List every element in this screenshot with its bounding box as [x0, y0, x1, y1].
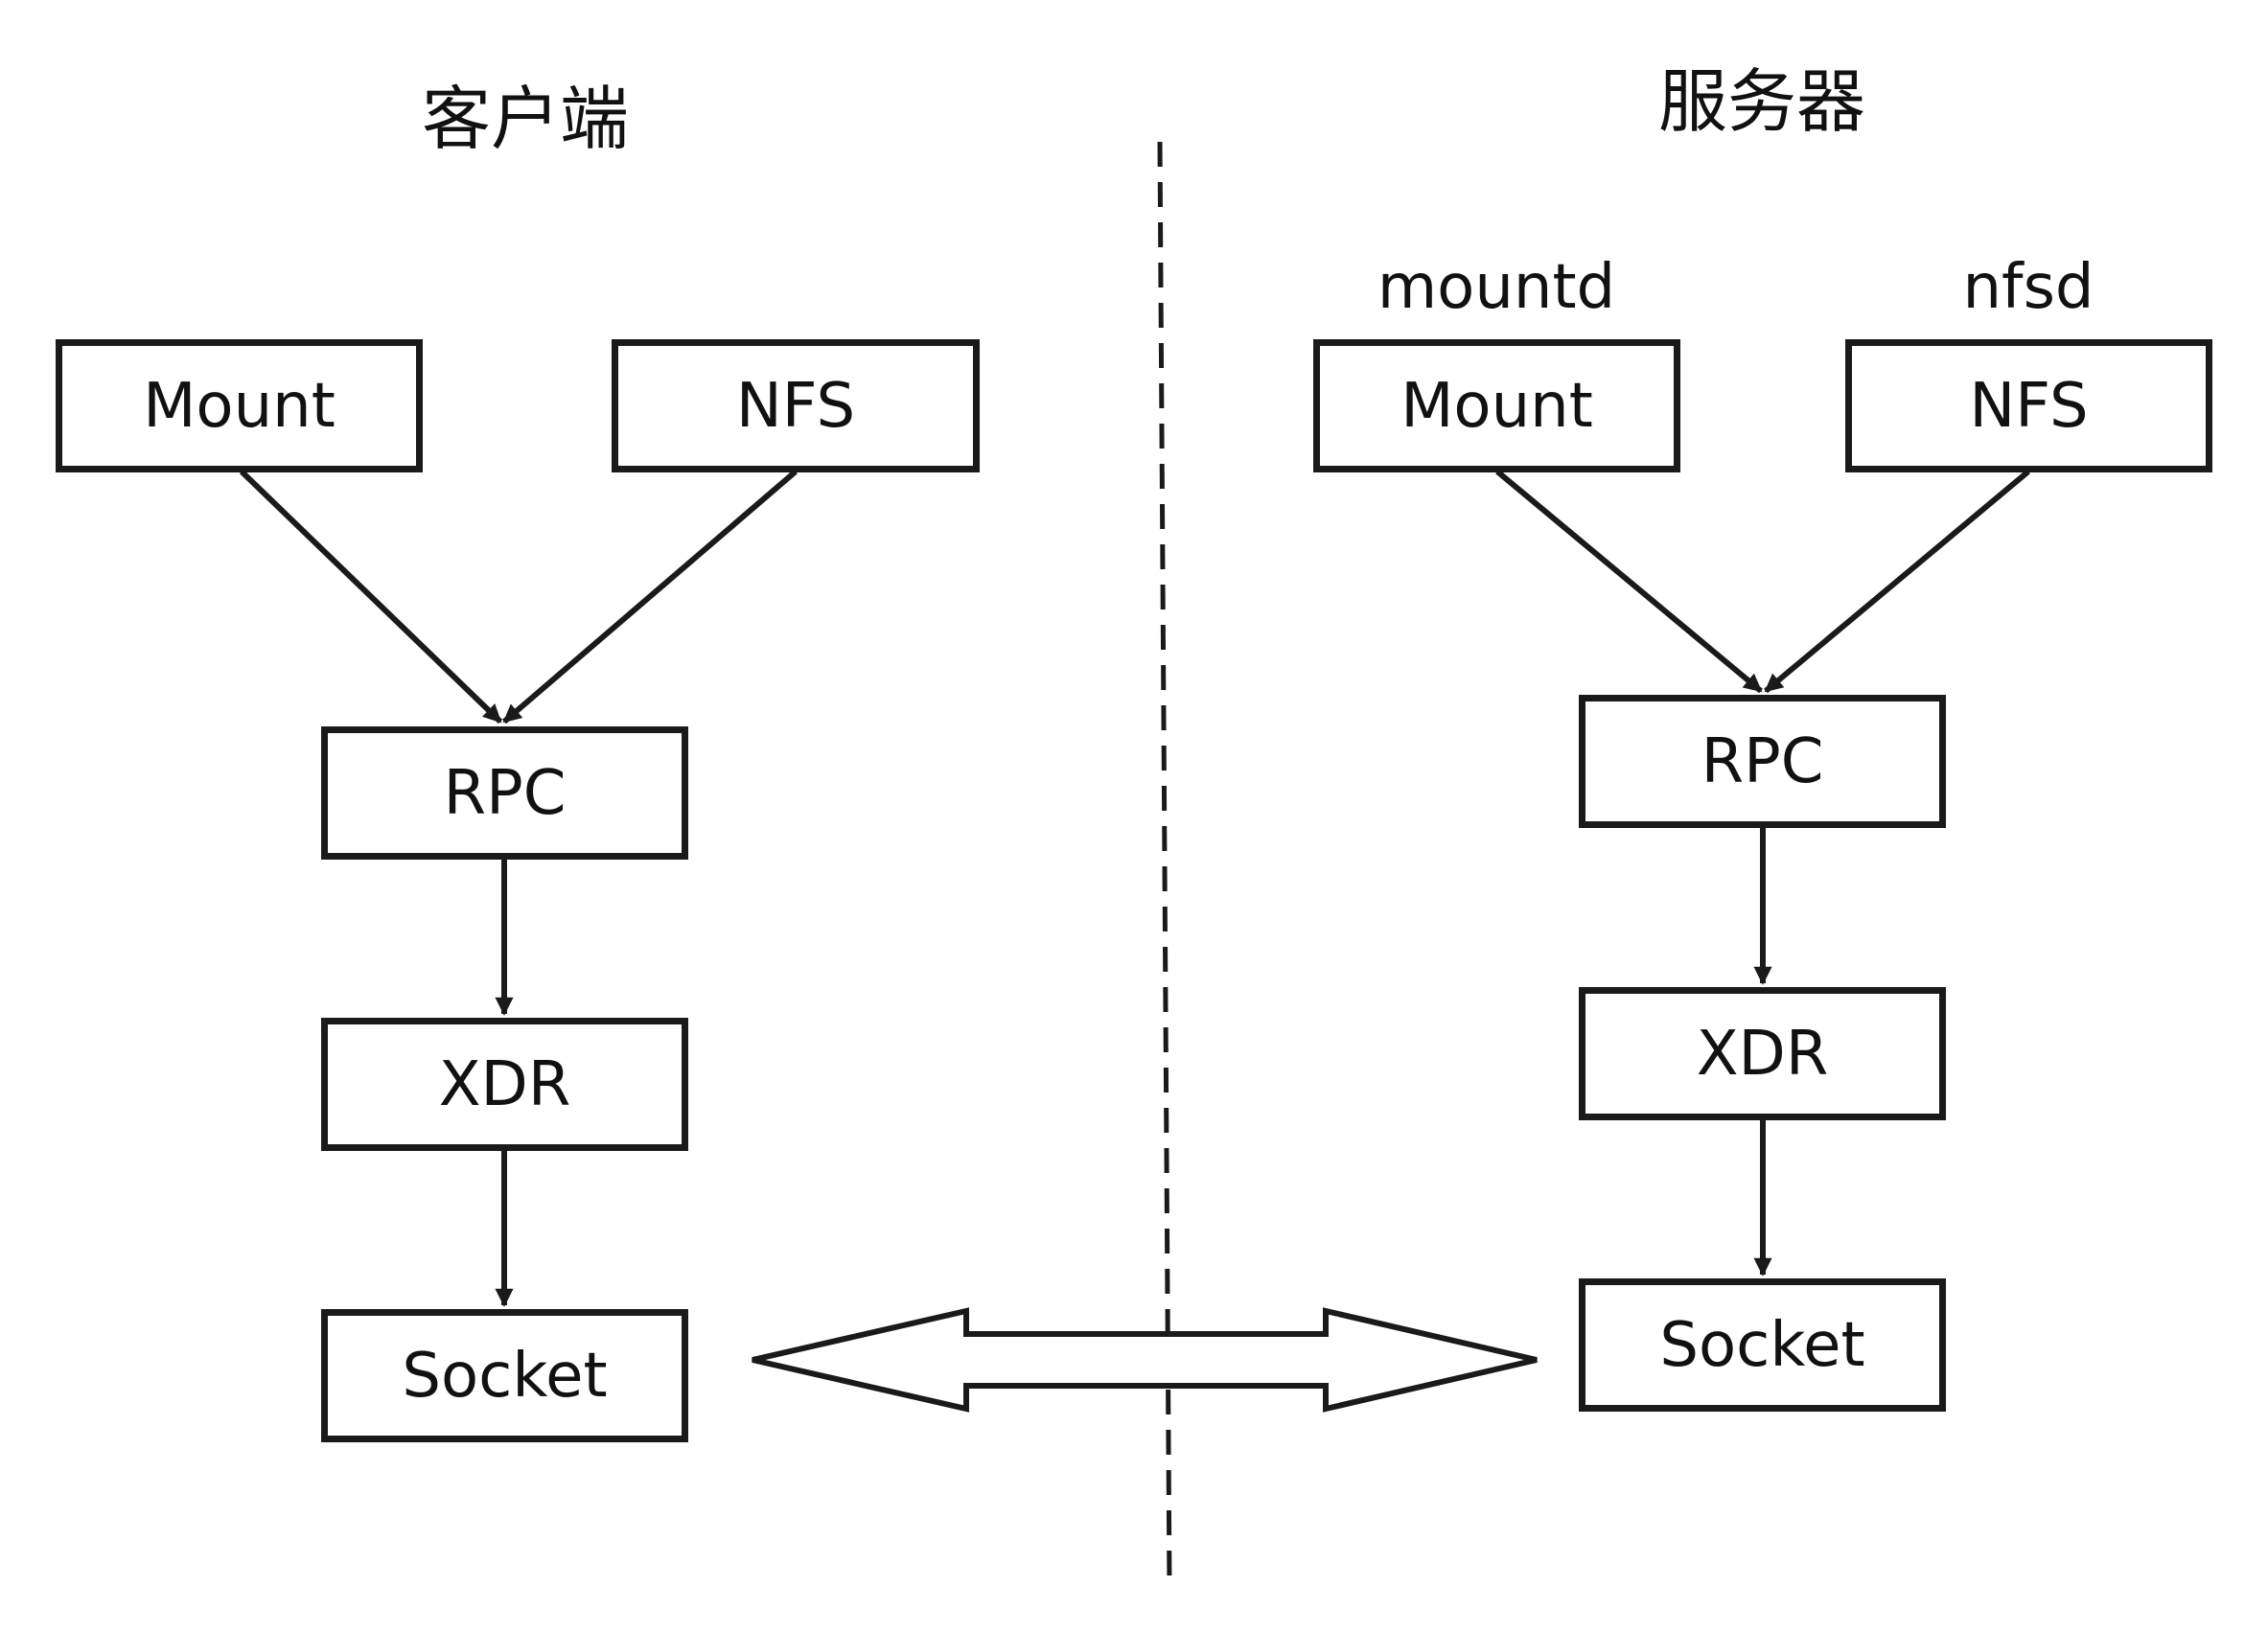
server-nfs-box: NFS — [1845, 339, 2212, 472]
client-nfs-to-rpc-arrow — [502, 469, 798, 724]
client-mount-label: Mount — [143, 370, 336, 442]
server-mount-box: Mount — [1313, 339, 1680, 472]
server-socket-label: Socket — [1659, 1309, 1865, 1381]
client-rpc-label: RPC — [443, 757, 567, 829]
client-rpc-box: RPC — [321, 726, 688, 860]
server-socket-box: Socket — [1579, 1278, 1946, 1412]
client-nfs-box: NFS — [612, 339, 980, 472]
server-xdr-box: XDR — [1579, 987, 1946, 1120]
client-nfs-label: NFS — [735, 370, 856, 442]
client-socket-label: Socket — [402, 1340, 608, 1412]
client-mount-box: Mount — [56, 339, 423, 472]
server-title: 服务器 — [1657, 61, 1866, 142]
client-socket-box: Socket — [321, 1309, 688, 1442]
client-mount-to-rpc-arrow — [239, 469, 503, 724]
mountd-process-label: mountd — [1377, 252, 1616, 323]
server-nfs-to-rpc-arrow — [1764, 469, 2030, 694]
server-nfs-label: NFS — [1969, 370, 2089, 442]
server-xdr-label: XDR — [1696, 1018, 1829, 1090]
nfsd-process-label: nfsd — [1962, 252, 2094, 323]
client-title: 客户端 — [421, 79, 630, 159]
client-xdr-box: XDR — [321, 1018, 688, 1151]
server-rpc-label: RPC — [1701, 725, 1824, 797]
server-mount-to-rpc-arrow — [1495, 469, 1763, 694]
server-rpc-box: RPC — [1579, 695, 1946, 828]
client-xdr-label: XDR — [438, 1048, 571, 1120]
server-mount-label: Mount — [1400, 370, 1593, 442]
network-exchange-double-arrow — [752, 1307, 1538, 1413]
